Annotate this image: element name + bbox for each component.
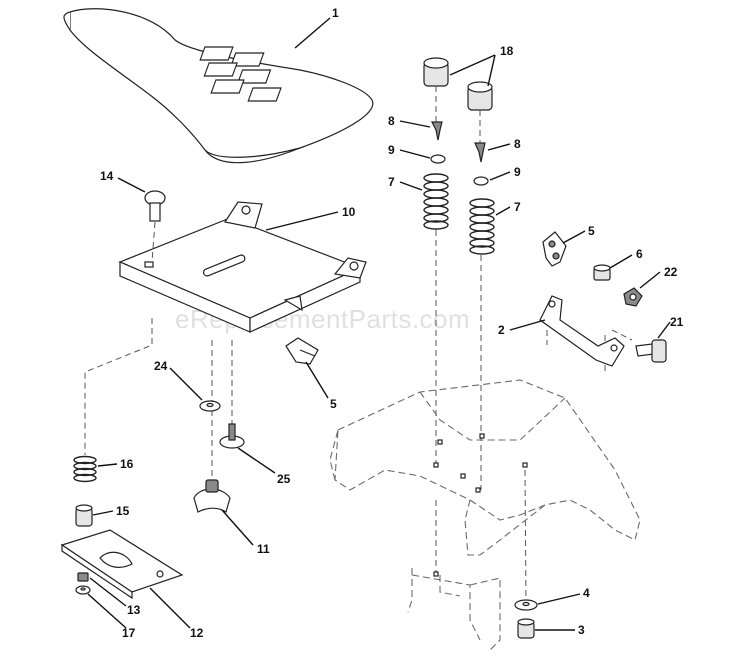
spring-part-16 [73,455,97,483]
callout-5-lower: 5 [330,397,337,411]
washer-part-4 [514,599,538,611]
callout-3: 3 [578,623,585,637]
callout-21: 21 [670,315,684,329]
spring-part-7 [423,173,495,255]
callout-8-right: 8 [514,137,521,151]
screw-part-8 [431,121,486,163]
callout-22: 22 [664,265,678,279]
callout-2: 2 [498,323,505,337]
callout-12: 12 [190,626,204,640]
callout-11: 11 [257,542,270,556]
bracket-part-5-lower [285,337,319,365]
bracket-part-2 [539,295,625,367]
knob-part-11 [193,479,231,513]
callout-9-right: 9 [514,165,521,179]
callout-18: 18 [500,44,514,58]
seat-part-1 [63,8,374,164]
bumper-part-18 [423,57,493,111]
callout-25: 25 [277,472,291,486]
callout-labels: 1 18 8 8 9 9 7 7 14 10 5 6 22 2 21 24 5 … [100,6,684,640]
callout-14: 14 [100,169,114,183]
callout-8-left: 8 [388,114,395,128]
slide-bracket-part-12 [60,529,184,600]
bolt-part-25 [219,423,245,449]
bolt-part-21 [635,339,667,363]
nut-part-6 [593,264,611,281]
callout-4: 4 [583,586,590,600]
callout-10: 10 [342,205,356,219]
spacer-part-15 [75,504,93,527]
washer-part-17 [75,585,91,595]
callout-1: 1 [332,6,339,20]
bolt-part-14 [144,190,166,263]
nut-part-13 [77,572,89,582]
alignment-lines [84,86,633,606]
washer-part-9 [430,154,489,186]
callout-9-left: 9 [388,143,395,157]
bolt-part-3 [517,618,535,639]
callout-7-left: 7 [388,175,395,189]
nut-part-22 [623,287,643,307]
seat-plate-part-10 [118,201,367,333]
callout-17: 17 [122,626,136,640]
washer-part-24 [199,400,221,412]
tractor-frame-outline [329,379,641,651]
callout-24: 24 [154,359,168,373]
bracket-part-5-upper [542,231,567,267]
callout-13: 13 [127,603,141,617]
frame-holes [433,433,528,577]
callout-15: 15 [116,504,130,518]
callout-6: 6 [636,247,643,261]
callout-5-upper: 5 [588,224,595,238]
callout-16: 16 [120,457,134,471]
leader-lines [87,17,671,631]
callout-7-right: 7 [514,200,521,214]
